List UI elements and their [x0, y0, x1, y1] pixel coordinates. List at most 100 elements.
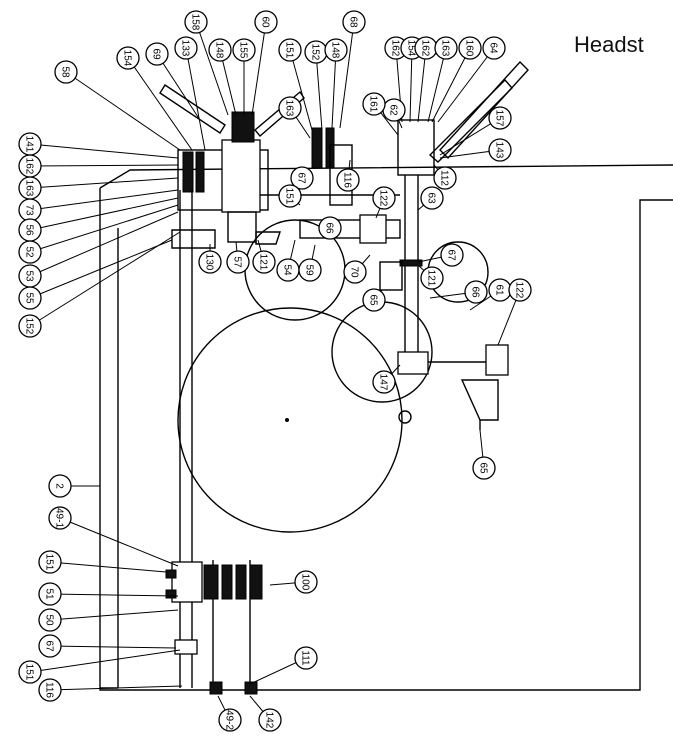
- balloon-label: 116: [342, 172, 353, 188]
- balloon-label: 162: [390, 40, 401, 57]
- part-balloon: 151: [38, 550, 62, 574]
- part-balloon: 130: [198, 250, 222, 274]
- balloon-circle: [420, 266, 444, 290]
- balloon-label: 53: [24, 270, 35, 282]
- part-balloon: 161: [362, 92, 386, 116]
- balloon-circle: [294, 570, 318, 594]
- balloon-label: 122: [378, 190, 389, 207]
- balloon-label: 147: [378, 374, 389, 391]
- balloon-leader: [29, 239, 173, 299]
- part-balloon: 133: [174, 36, 198, 60]
- part-balloon: 160: [458, 36, 482, 60]
- part-balloon: 69: [145, 42, 169, 66]
- balloon-circle: [226, 250, 250, 274]
- part-balloon: 141: [18, 132, 42, 156]
- balloon-leader: [251, 21, 267, 116]
- part-balloon: 60: [254, 10, 278, 34]
- part-balloon: 56: [18, 218, 42, 242]
- part-balloon: 122: [372, 186, 396, 210]
- balloon-circle: [48, 506, 72, 530]
- balloon-leader: [437, 47, 495, 123]
- balloon-circle: [254, 10, 278, 34]
- part-balloon: 67: [440, 243, 464, 267]
- balloon-circle: [433, 166, 457, 190]
- balloon-label: 154: [122, 50, 133, 67]
- balloon-circle: [38, 608, 62, 632]
- balloon-leader: [315, 51, 323, 131]
- balloon-label: 49-2: [224, 710, 235, 730]
- balloon-circle: [362, 288, 386, 312]
- balloon-circle: [48, 474, 72, 498]
- balloon-leader: [127, 57, 193, 151]
- balloon-label: 162: [420, 40, 431, 57]
- balloon-label: 69: [151, 48, 162, 60]
- balloon-label: 158: [190, 14, 201, 31]
- part-balloon: 151: [18, 660, 42, 684]
- balloon-circle: [208, 38, 232, 62]
- balloon-label: 162: [24, 158, 35, 175]
- balloon-leader: [29, 211, 179, 277]
- balloon-circle: [472, 456, 496, 480]
- balloon-leader: [29, 197, 179, 231]
- balloon-label: 61: [494, 284, 505, 296]
- balloon-leader: [195, 21, 229, 116]
- balloon-leader: [49, 609, 179, 621]
- part-balloon: 51: [38, 582, 62, 606]
- balloon-label: 68: [348, 16, 359, 28]
- part-balloon: 62: [382, 98, 406, 122]
- balloon-label: 148: [330, 42, 341, 59]
- balloon-circle: [184, 10, 208, 34]
- balloon-label: 62: [388, 104, 399, 116]
- part-balloon: 148: [324, 38, 348, 62]
- part-balloon: 163: [18, 176, 42, 200]
- vertical-shafts: [171, 190, 251, 690]
- balloon-label: 141: [24, 136, 35, 153]
- balloon-leader: [59, 517, 179, 567]
- part-balloon: 163: [434, 36, 458, 60]
- pin-small: [398, 410, 412, 424]
- gear-center: [285, 418, 289, 422]
- balloon-circle: [290, 166, 314, 190]
- part-balloon: 147: [372, 370, 396, 394]
- balloon-label: 151: [284, 188, 295, 205]
- balloon-leader: [29, 189, 179, 211]
- balloon-label: 122: [514, 282, 525, 299]
- balloon-circle: [38, 550, 62, 574]
- part-balloon: 67: [38, 634, 62, 658]
- balloon-circle: [174, 36, 198, 60]
- balloon-label: 121: [258, 254, 269, 271]
- part-balloon: 121: [420, 266, 444, 290]
- balloon-circle: [18, 660, 42, 684]
- balloon-leader: [409, 47, 413, 123]
- part-balloon: 116: [38, 678, 62, 702]
- bottom-gear-cluster: [165, 564, 263, 695]
- part-balloon: 65: [472, 456, 496, 480]
- balloon-circle: [434, 36, 458, 60]
- balloon-label: 152: [310, 44, 321, 61]
- balloon-circle: [372, 370, 396, 394]
- balloon-circle: [458, 36, 482, 60]
- part-balloon: 73: [18, 198, 42, 222]
- large-gear: [177, 307, 403, 533]
- balloon-label: 58: [60, 66, 71, 78]
- balloon-label: 57: [232, 256, 243, 268]
- balloon-label: 155: [238, 42, 249, 59]
- balloon-circle: [336, 168, 360, 192]
- balloon-circle: [252, 250, 276, 274]
- balloon-label: 2: [54, 483, 65, 489]
- part-balloon: 65: [362, 288, 386, 312]
- diagram-title: Headst: [574, 32, 644, 57]
- balloon-label: 116: [44, 682, 55, 698]
- part-balloon: 66: [318, 216, 342, 240]
- part-balloon: 116: [336, 168, 360, 192]
- balloon-label: 65: [478, 462, 489, 474]
- balloon-label: 151: [284, 42, 295, 59]
- balloon-label: 161: [368, 96, 379, 113]
- part-balloon: 58: [54, 60, 78, 84]
- balloon-label: 151: [44, 554, 55, 571]
- leader-lines: [29, 21, 521, 721]
- balloon-circle: [278, 38, 302, 62]
- balloon-circle: [258, 708, 282, 732]
